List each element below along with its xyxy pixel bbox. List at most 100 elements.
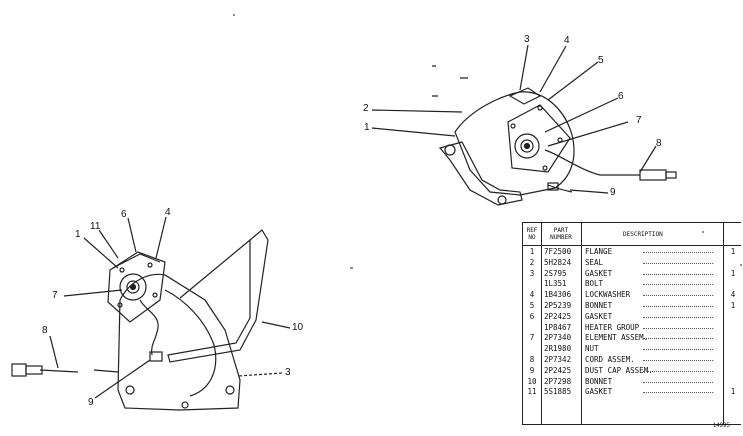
leader-bottom-6 [127, 217, 137, 253]
leader-bottom-1 [83, 237, 119, 269]
description-cell: BONNET [585, 300, 613, 310]
part-number-cell: 5S1885 [544, 387, 572, 397]
description-cell: CORD ASSEM. [585, 354, 635, 364]
callout-bottom-8: 8 [42, 325, 48, 336]
part-number-cell: 2P7342 [544, 354, 572, 364]
part-number-cell: 2P2425 [544, 365, 572, 375]
bottom-housing [117, 273, 241, 411]
bottom-assembly [11, 216, 291, 411]
leader-top-2 [371, 109, 463, 113]
callout-top-9: 9 [610, 187, 616, 198]
description-cell: LOCKWASHER [585, 290, 631, 300]
leader-top-6 [544, 97, 619, 133]
drawing-number: 14995 [713, 423, 730, 429]
table-row: 9 2P2425 DUST CAP ASSEM. [523, 366, 741, 377]
description-cell: ELEMENT ASSEM. [585, 333, 649, 343]
header-ref-no: REF NO [526, 227, 538, 241]
ref-no-cell: 6 [529, 311, 535, 321]
leader-dots [643, 392, 713, 394]
description-cell: BOLT [585, 279, 604, 289]
part-number-cell: 5H2824 [544, 257, 572, 267]
description-cell: NUT [585, 344, 599, 354]
leader-dots [643, 284, 713, 286]
description-cell: GASKET [585, 268, 613, 278]
callout-bottom-11: 11 [90, 221, 101, 232]
callout-top-2: 2 [363, 103, 369, 114]
bottom-cord [39, 369, 119, 373]
leader-top-3 [519, 44, 529, 91]
description-cell: GASKET [585, 311, 613, 321]
callout-bottom-9: 9 [88, 397, 94, 408]
leader-dots [643, 359, 713, 361]
leader-bottom-9 [94, 359, 151, 399]
part-number-cell: 1P8467 [544, 322, 572, 332]
leader-dots [643, 316, 713, 318]
leader-bottom-7 [63, 289, 123, 297]
callout-bottom-1: 1 [75, 229, 81, 240]
callout-top-3: 3 [524, 34, 530, 45]
leader-dots [643, 273, 713, 275]
parts-list-table: REF NO PART NUMBER DESCRIPTION 1 7F2500 FL… [522, 222, 741, 425]
callout-top-5: 5 [598, 55, 604, 66]
leader-dots [643, 381, 713, 383]
ref-no-cell: 1 [529, 247, 535, 256]
ref-no-cell: 8 [529, 354, 535, 364]
leader-top-9 [569, 189, 609, 194]
leader-top-8 [639, 145, 657, 173]
description-cell: DUST CAP ASSEM. [585, 365, 653, 375]
top-housing [454, 91, 575, 196]
ref-no-cell: 5 [529, 300, 535, 310]
quantity-cell: 1 [730, 387, 736, 397]
quantity-cell: 1 [730, 268, 736, 278]
top-bracket [438, 141, 523, 206]
ref-no-cell: 3 [529, 268, 535, 278]
header-part-number: PART NUMBER [550, 227, 572, 241]
leader-bottom-11 [98, 229, 119, 259]
part-number-cell: 2P7340 [544, 333, 572, 343]
header-description: DESCRIPTION [623, 231, 663, 238]
description-cell: GASKET [585, 387, 613, 397]
ref-no-cell: 9 [529, 365, 535, 375]
part-number-cell: 7F2500 [544, 247, 572, 256]
table-row: 7 2P7340 ELEMENT ASSEM. [523, 333, 741, 344]
callout-top-6: 6 [618, 91, 624, 102]
part-number-cell: 2S795 [544, 268, 567, 278]
callout-top-8: 8 [656, 138, 662, 149]
top-cord [544, 149, 640, 176]
bottom-bonnet-tube [167, 229, 269, 363]
leader-top-7 [547, 121, 629, 147]
quantity-cell: 1 [730, 247, 736, 256]
callout-bottom-6: 6 [121, 209, 127, 220]
callout-bottom-4: 4 [165, 207, 171, 218]
leader-dots [643, 295, 713, 297]
part-number-cell: 2P5239 [544, 300, 572, 310]
leader-bottom-3 [237, 372, 283, 377]
ref-no-cell: 2 [529, 257, 535, 267]
ref-no-cell: 7 [529, 333, 535, 343]
table-row: 3 2S795 GASKET 1 [523, 269, 741, 280]
callout-top-7: 7 [636, 115, 642, 126]
leader-top-1 [371, 127, 456, 137]
description-cell: FLANGE [585, 247, 613, 256]
top-flange-plate [507, 104, 571, 173]
table-row: 1L351 BOLT [523, 279, 741, 290]
leader-top-4 [539, 45, 567, 93]
quantity-cell: 4 [730, 290, 736, 300]
table-header: REF NO PART NUMBER DESCRIPTION [523, 223, 741, 246]
leader-bottom-4 [155, 216, 167, 259]
leader-bottom-8 [49, 335, 59, 369]
description-cell: SEAL [585, 257, 604, 267]
callout-bottom-3: 3 [285, 367, 291, 378]
ref-no-cell: 4 [529, 290, 535, 300]
ref-no-cell: 10 [527, 376, 537, 386]
part-number-cell: 1L351 [544, 279, 567, 289]
